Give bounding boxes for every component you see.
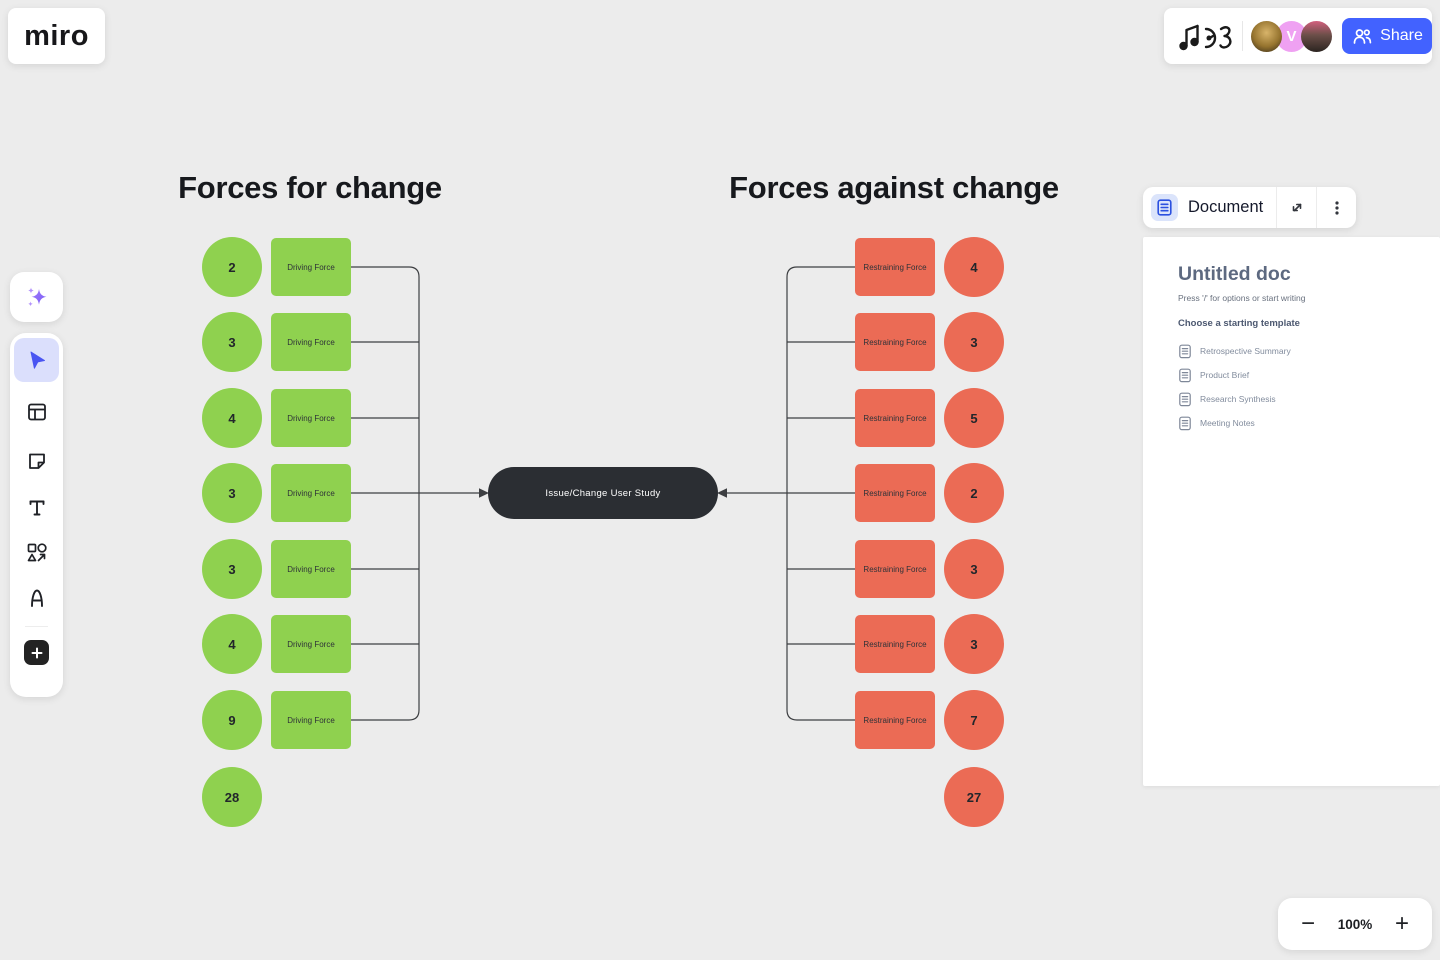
document-icon bbox=[1157, 199, 1172, 216]
select-tool[interactable] bbox=[14, 338, 59, 382]
forces-against-change-title: Forces against change bbox=[729, 170, 1059, 205]
share-button-label: Share bbox=[1380, 27, 1423, 44]
zoom-in-button[interactable]: + bbox=[1388, 912, 1416, 936]
driving-force-card[interactable]: Driving Force bbox=[271, 464, 351, 522]
cursor-icon bbox=[30, 351, 45, 369]
shapes-tool[interactable] bbox=[16, 533, 57, 573]
restraining-total-score[interactable]: 27 bbox=[944, 767, 1004, 827]
issue-change-pill[interactable]: Issue/Change User Study bbox=[488, 467, 718, 519]
templates-heading: Choose a starting template bbox=[1178, 318, 1300, 329]
plus-icon bbox=[31, 647, 42, 658]
driving-force-card[interactable]: Driving Force bbox=[271, 691, 351, 749]
document-hint: Press '/' for options or start writing bbox=[1178, 293, 1306, 303]
driving-force-score[interactable]: 2 bbox=[202, 237, 262, 297]
restraining-force-score[interactable]: 3 bbox=[944, 614, 1004, 674]
ai-assistant-button[interactable] bbox=[10, 272, 63, 322]
driving-force-score[interactable]: 3 bbox=[202, 463, 262, 523]
collaboration-header: V Share bbox=[1164, 8, 1432, 64]
document-options-button[interactable] bbox=[1317, 187, 1356, 228]
text-icon bbox=[29, 500, 44, 516]
restraining-force-card[interactable]: Restraining Force bbox=[855, 615, 935, 673]
restraining-force-score[interactable]: 3 bbox=[944, 539, 1004, 599]
template-item[interactable]: Meeting Notes bbox=[1178, 411, 1420, 435]
pen-icon bbox=[30, 589, 43, 607]
avatar[interactable] bbox=[1251, 20, 1282, 52]
share-people-icon bbox=[1353, 29, 1372, 44]
driving-force-card[interactable]: Driving Force bbox=[271, 313, 351, 371]
template-doc-icon bbox=[1179, 368, 1191, 382]
tools-toolbar bbox=[10, 333, 63, 697]
document-toolbar-label: Document bbox=[1188, 198, 1264, 216]
add-more-tools-button[interactable] bbox=[24, 640, 49, 665]
restraining-force-card[interactable]: Restraining Force bbox=[855, 540, 935, 598]
driving-force-card[interactable]: Driving Force bbox=[271, 540, 351, 598]
template-item[interactable]: Product Brief bbox=[1178, 363, 1420, 387]
document-panel: Untitled doc Press '/' for options or st… bbox=[1143, 237, 1440, 786]
template-doc-icon bbox=[1179, 392, 1191, 406]
document-title[interactable]: Untitled doc bbox=[1178, 263, 1291, 285]
text-tool[interactable] bbox=[16, 488, 57, 528]
template-item[interactable]: Retrospective Summary bbox=[1178, 339, 1420, 363]
share-button[interactable]: Share bbox=[1342, 18, 1432, 54]
expand-icon bbox=[1292, 203, 1301, 211]
driving-force-score[interactable]: 3 bbox=[202, 312, 262, 372]
document-toolbar: Document bbox=[1143, 187, 1356, 228]
template-item-label: Retrospective Summary bbox=[1200, 346, 1291, 356]
miro-logo[interactable]: miro bbox=[8, 8, 105, 64]
ink-doodle bbox=[1179, 24, 1232, 51]
restraining-force-score[interactable]: 5 bbox=[944, 388, 1004, 448]
driving-force-score[interactable]: 4 bbox=[202, 388, 262, 448]
templates-tool[interactable] bbox=[16, 392, 57, 432]
restraining-force-card[interactable]: Restraining Force bbox=[855, 691, 935, 749]
ai-sparkles-icon bbox=[27, 287, 46, 307]
template-item-label: Product Brief bbox=[1200, 370, 1250, 380]
driving-force-score[interactable]: 3 bbox=[202, 539, 262, 599]
miro-logo-text: miro bbox=[24, 19, 89, 52]
restraining-force-card[interactable]: Restraining Force bbox=[855, 238, 935, 296]
zoom-level: 100% bbox=[1337, 916, 1373, 932]
driving-force-score[interactable]: 4 bbox=[202, 614, 262, 674]
restraining-force-card[interactable]: Restraining Force bbox=[855, 313, 935, 371]
driving-force-card[interactable]: Driving Force bbox=[271, 615, 351, 673]
avatar[interactable] bbox=[1301, 20, 1332, 52]
pen-tool[interactable] bbox=[16, 578, 57, 618]
forces-for-change-title: Forces for change bbox=[178, 170, 442, 205]
sticky-note-tool[interactable] bbox=[16, 441, 57, 481]
doc-toolbar-divider bbox=[1316, 187, 1317, 228]
header-divider bbox=[1242, 21, 1243, 51]
sticky-note-icon bbox=[28, 453, 45, 469]
driving-force-card[interactable]: Driving Force bbox=[271, 238, 351, 296]
kebab-menu-icon bbox=[1334, 200, 1339, 215]
expand-document-button[interactable] bbox=[1277, 187, 1316, 228]
document-chip bbox=[1151, 194, 1178, 221]
restraining-force-score[interactable]: 3 bbox=[944, 312, 1004, 372]
template-item[interactable]: Research Synthesis bbox=[1178, 387, 1420, 411]
restraining-force-score[interactable]: 7 bbox=[944, 690, 1004, 750]
driving-total-score[interactable]: 28 bbox=[202, 767, 262, 827]
toolbar-divider bbox=[25, 626, 48, 627]
arrowhead-right bbox=[717, 488, 727, 498]
restraining-force-score[interactable]: 4 bbox=[944, 237, 1004, 297]
template-doc-icon bbox=[1179, 344, 1191, 358]
template-doc-icon bbox=[1179, 416, 1191, 430]
driving-force-card[interactable]: Driving Force bbox=[271, 389, 351, 447]
doc-toolbar-divider bbox=[1276, 187, 1277, 228]
zoom-control: − 100% + bbox=[1278, 898, 1432, 950]
shapes-icon bbox=[27, 543, 47, 562]
template-item-label: Research Synthesis bbox=[1200, 394, 1276, 404]
template-item-label: Meeting Notes bbox=[1200, 418, 1255, 428]
driving-force-score[interactable]: 9 bbox=[202, 690, 262, 750]
restraining-force-card[interactable]: Restraining Force bbox=[855, 464, 935, 522]
templates-icon bbox=[27, 403, 46, 421]
restraining-force-card[interactable]: Restraining Force bbox=[855, 389, 935, 447]
restraining-force-score[interactable]: 2 bbox=[944, 463, 1004, 523]
zoom-out-button[interactable]: − bbox=[1294, 912, 1322, 936]
avatar-group: V bbox=[1251, 20, 1332, 52]
